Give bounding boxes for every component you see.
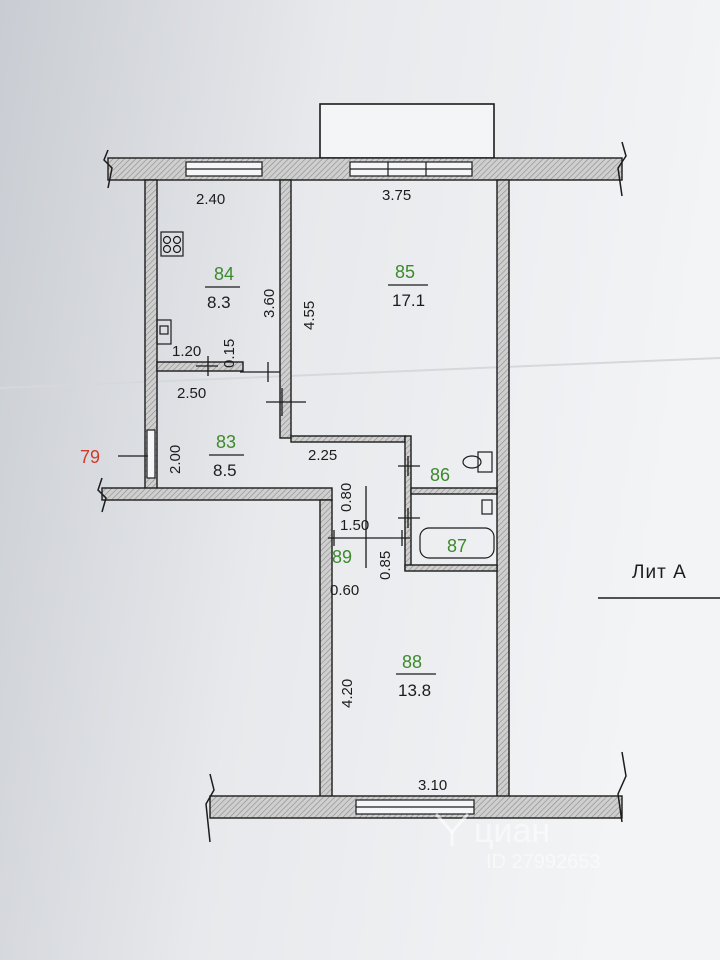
break-marks — [97, 141, 627, 843]
dim-2-50: 2.50 — [177, 385, 206, 402]
dim-4-55: 4.55 — [301, 301, 318, 330]
room-number-88: 88 — [402, 652, 422, 672]
room-number-83: 83 — [216, 432, 236, 452]
dim-3-60: 3.60 — [261, 289, 278, 318]
dim-2-00: 2.00 — [167, 445, 184, 474]
room-number-84: 84 — [214, 264, 234, 284]
room-number-85: 85 — [395, 262, 415, 282]
room-area-83: 8.5 — [213, 461, 237, 480]
dim-2-25: 2.25 — [308, 447, 337, 464]
door-marks — [196, 356, 420, 568]
room-number-86: 86 — [430, 465, 450, 485]
dim-0-85: 0.85 — [377, 551, 394, 580]
room-area-88: 13.8 — [398, 681, 431, 700]
windows — [146, 161, 475, 815]
sink-icon — [156, 319, 172, 345]
dim-1-20: 1.20 — [172, 343, 201, 360]
dim-3-75: 3.75 — [382, 187, 411, 204]
toilet-icon — [462, 451, 493, 473]
dim-0-60: 0.60 — [330, 582, 359, 599]
room-number-87: 87 — [447, 536, 467, 556]
dim-4-20: 4.20 — [339, 679, 356, 708]
watermark-brand: циан — [474, 812, 550, 850]
balcony — [319, 103, 495, 159]
fraction-bars — [205, 284, 436, 675]
watermark: циан ID 27992653 — [434, 812, 601, 873]
watermark-logo-icon — [434, 813, 470, 846]
lit-label: Лит А — [632, 562, 687, 583]
watermark-id: ID 27992653 — [486, 851, 601, 873]
dim-2-40: 2.40 — [196, 191, 225, 208]
room-area-85: 17.1 — [392, 291, 425, 310]
marker-79: 79 — [80, 447, 100, 467]
room-number-89: 89 — [332, 547, 352, 567]
bathtub-icon — [419, 499, 495, 559]
dim-0-15: 0.15 — [221, 339, 238, 368]
dim-0-80: 0.80 — [338, 483, 355, 512]
dim-1-50: 1.50 — [340, 517, 369, 534]
paper-fold — [0, 357, 720, 389]
stove-icon — [160, 231, 184, 257]
room-area-84: 8.3 — [207, 293, 231, 312]
dim-3-10: 3.10 — [418, 777, 447, 794]
